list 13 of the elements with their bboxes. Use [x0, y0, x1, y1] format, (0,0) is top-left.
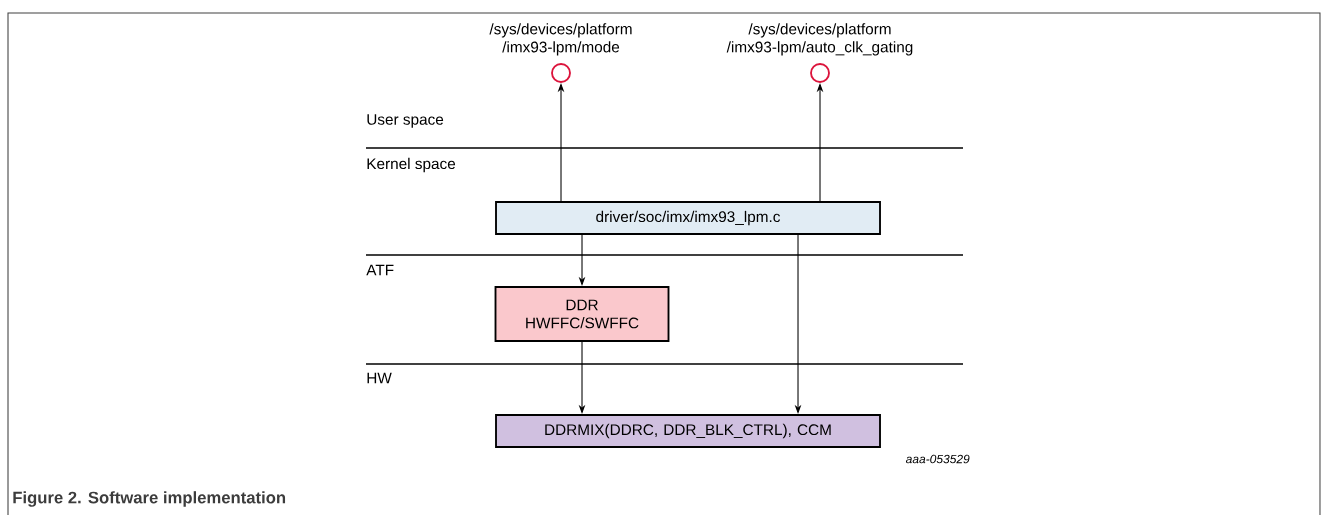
component-box: DDRMIX(DDRC, DDR_BLK_CTRL), CCM	[495, 414, 881, 448]
layer-label: Kernel space	[367, 157, 456, 173]
component-box: driver/soc/imx/imx93_lpm.c	[495, 201, 881, 235]
figure-caption: Figure 2. Software implementation	[13, 491, 286, 507]
path-label: /sys/devices/platform /imx93-lpm/mode	[489, 23, 632, 56]
layer-label: ATF	[366, 264, 394, 276]
interface-circle	[810, 63, 830, 83]
interface-circle	[551, 63, 571, 83]
layer-label: HW	[367, 372, 392, 384]
layer-label: User space	[367, 114, 444, 128]
component-box: DDR HWFFC/SWFFC	[494, 286, 670, 342]
figure-id: aaa-053529	[905, 454, 970, 464]
path-label: /sys/devices/platform /imx93-lpm/auto_clk_gating	[726, 23, 913, 56]
